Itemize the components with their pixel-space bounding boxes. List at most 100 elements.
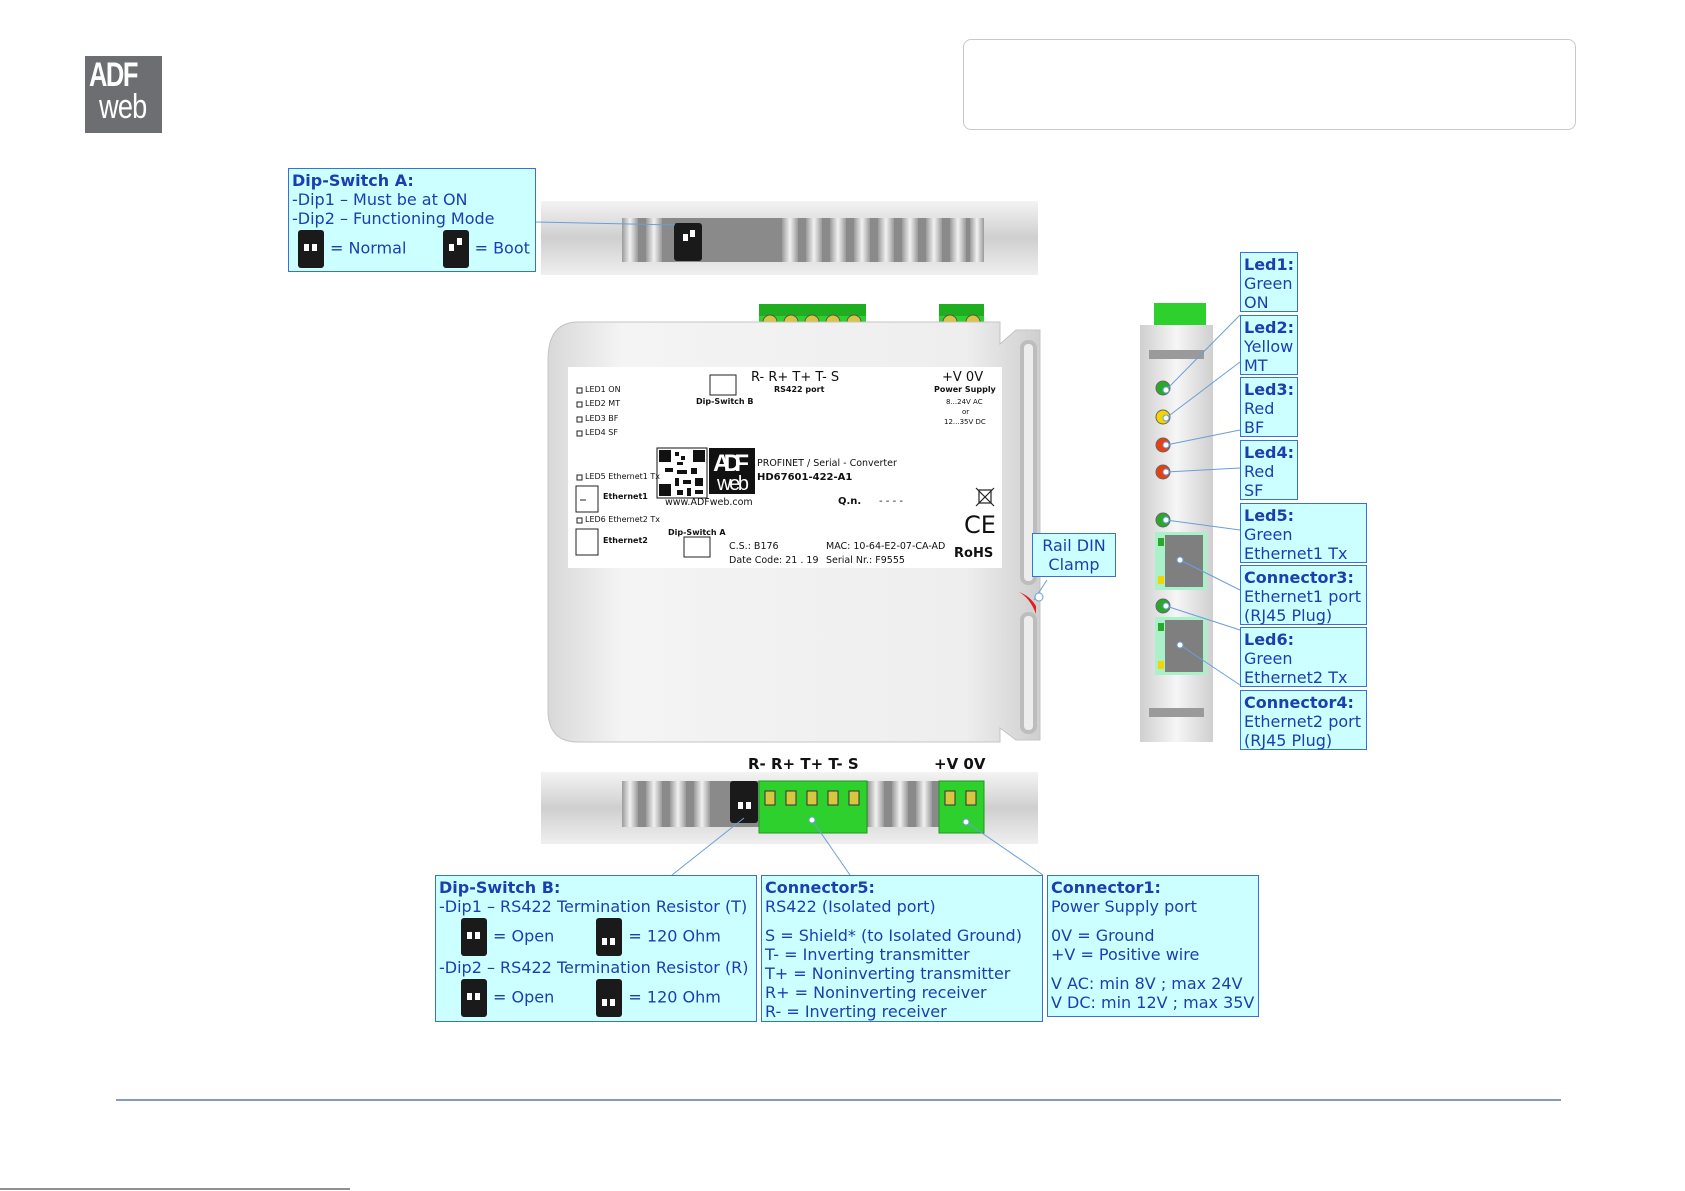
panel-ce-mark: CE (964, 511, 996, 539)
dipswitch-b-title: Dip-Switch B: (439, 878, 561, 897)
panel-led4: LED4 SF (585, 428, 618, 437)
panel-mac: MAC: 10-64-E2-07-CA-AD (826, 541, 946, 552)
adfweb-logo: ADF web (85, 56, 162, 133)
led5-title: Led5: (1244, 506, 1295, 525)
connector1-positive: +V = Positive wire (1051, 945, 1200, 964)
panel-eth2: Ethernet2 (603, 536, 648, 545)
dipswitch-b-callout: Dip-Switch B: -Dip1 – RS422 Termination … (435, 875, 757, 1022)
dipswitch-b-line2: -Dip2 – RS422 Termination Resistor (R) (439, 958, 749, 977)
bottom-power-pins: +V 0V (934, 755, 986, 773)
connector1-ground: 0V = Ground (1051, 926, 1155, 945)
side-view (1140, 303, 1213, 742)
connector1-vac: V AC: min 8V ; max 24V (1051, 974, 1243, 993)
dip-b1-open-label: = Open (493, 926, 555, 946)
connector5-title: Connector5: (765, 878, 875, 897)
panel-pwr3: 12...35V DC (944, 418, 986, 426)
connector4-type: (RJ45 Plug) (1244, 731, 1333, 750)
connector5-tplus: T+ = Noninverting transmitter (765, 964, 1011, 983)
dipswitch-a-callout: Dip-Switch A: -Dip1 – Must be at ON -Dip… (288, 168, 536, 272)
panel-dipb: Dip-Switch B (696, 397, 754, 406)
led4-color: Red (1244, 462, 1275, 481)
led6-title: Led6: (1244, 630, 1295, 649)
panel-pwr2: or (962, 408, 970, 416)
connector5-callout: Connector5: RS422 (Isolated port) S = Sh… (761, 875, 1043, 1022)
logo-web: web (99, 88, 147, 126)
connector1-title: Connector1: (1051, 878, 1161, 897)
dip-b2-open-label: = Open (493, 987, 555, 1007)
led1-desc: ON (1244, 293, 1269, 312)
led6-color: Green (1244, 649, 1293, 668)
panel-pwr-pins: +V 0V (942, 370, 984, 385)
header-box (963, 39, 1576, 130)
panel-graphics: ADF web (575, 374, 995, 558)
panel-date: Date Code: 21 . 19 (729, 555, 819, 566)
connector3-callout: Connector3: Ethernet1 port (RJ45 Plug) (1240, 565, 1367, 625)
connector3-title: Connector3: (1244, 568, 1354, 587)
panel-serial: Serial Nr.: F9555 (826, 555, 905, 566)
bottom-rs422-pins: R- R+ T+ T- S (748, 755, 859, 773)
panel-code: HD67601-422-A1 (757, 472, 853, 483)
led5-callout: Led5: Green Ethernet1 Tx (1240, 503, 1367, 563)
panel-cs: C.S.: B176 (729, 541, 779, 552)
led4-desc: SF (1244, 481, 1264, 500)
dip-b1-120-icon (596, 918, 623, 956)
dip-boot-icon (442, 230, 469, 268)
connector5-rminus: R- = Inverting receiver (765, 1002, 947, 1021)
led2-desc: MT (1244, 356, 1268, 375)
svg-text:ADF: ADF (713, 450, 749, 477)
dip-normal-label: = Normal (330, 238, 407, 258)
panel-qn-value: - - - - (879, 496, 903, 507)
panel-rohs: RoHS (954, 546, 994, 561)
svg-text:web: web (716, 473, 749, 495)
panel-pwr1: 8...24V AC (946, 398, 983, 406)
connector3-type: (RJ45 Plug) (1244, 606, 1333, 625)
dip-normal-icon (298, 230, 324, 268)
led5-color: Green (1244, 525, 1293, 544)
connector5-rplus: R+ = Noninverting receiver (765, 983, 987, 1002)
led6-callout: Led6: Green Ethernet2 Tx (1240, 627, 1367, 687)
connector5-tminus: T- = Inverting transmitter (765, 945, 970, 964)
panel-product: PROFINET / Serial - Converter (757, 458, 897, 469)
connector5-sub: RS422 (Isolated port) (765, 897, 936, 916)
dip-b1-open-icon (461, 918, 487, 956)
bottom-view (541, 772, 1038, 844)
panel-rs422-pins: R- R+ T+ T- S (751, 370, 840, 385)
led3-title: Led3: (1244, 380, 1295, 399)
rail-din-l2: Clamp (1048, 555, 1100, 574)
logo-adf: ADF (89, 56, 138, 94)
dipswitch-a-title: Dip-Switch A: (292, 171, 414, 190)
dipswitch-a-line1: -Dip1 – Must be at ON (292, 190, 468, 209)
panel-led6: LED6 Ethernet2 Tx (585, 515, 661, 524)
connector4-title: Connector4: (1244, 693, 1354, 712)
rail-din-callout: Rail DIN Clamp (1032, 533, 1116, 577)
led2-title: Led2: (1244, 318, 1295, 337)
panel-www: www.ADFweb.com (665, 497, 753, 508)
led3-desc: BF (1244, 418, 1265, 437)
led5-desc: Ethernet1 Tx (1244, 544, 1348, 563)
led1-callout: Led1: Green ON (1240, 252, 1298, 312)
panel-rs422-port: RS422 port (774, 385, 825, 394)
led6-desc: Ethernet2 Tx (1244, 668, 1348, 687)
led4-callout: Led4: Red SF (1240, 440, 1298, 500)
panel-led2: LED2 MT (585, 399, 621, 408)
dipswitch-a-line2: -Dip2 – Functioning Mode (292, 209, 495, 228)
dip-boot-label: = Boot (474, 238, 530, 258)
led1-color: Green (1244, 274, 1293, 293)
panel-dipa: Dip-Switch A (668, 528, 726, 537)
panel-qn: Q.n. (838, 496, 862, 507)
connector1-sub: Power Supply port (1051, 897, 1197, 916)
led1-title: Led1: (1244, 255, 1295, 274)
panel-led3: LED3 BF (585, 414, 619, 423)
dip-b1-120-label: = 120 Ohm (628, 926, 721, 946)
panel-eth1: Ethernet1 (603, 492, 648, 501)
led3-callout: Led3: Red BF (1240, 377, 1298, 437)
connector1-callout: Connector1: Power Supply port 0V = Groun… (1047, 875, 1259, 1017)
dip-b2-open-icon (461, 979, 487, 1017)
dip-b2-120-label: = 120 Ohm (628, 987, 721, 1007)
connector1-vdc: V DC: min 12V ; max 35V (1051, 993, 1255, 1012)
connector4-callout: Connector4: Ethernet2 port (RJ45 Plug) (1240, 690, 1367, 750)
panel-led1: LED1 ON (585, 385, 621, 394)
connector4-desc: Ethernet2 port (1244, 712, 1361, 731)
connector3-desc: Ethernet1 port (1244, 587, 1361, 606)
